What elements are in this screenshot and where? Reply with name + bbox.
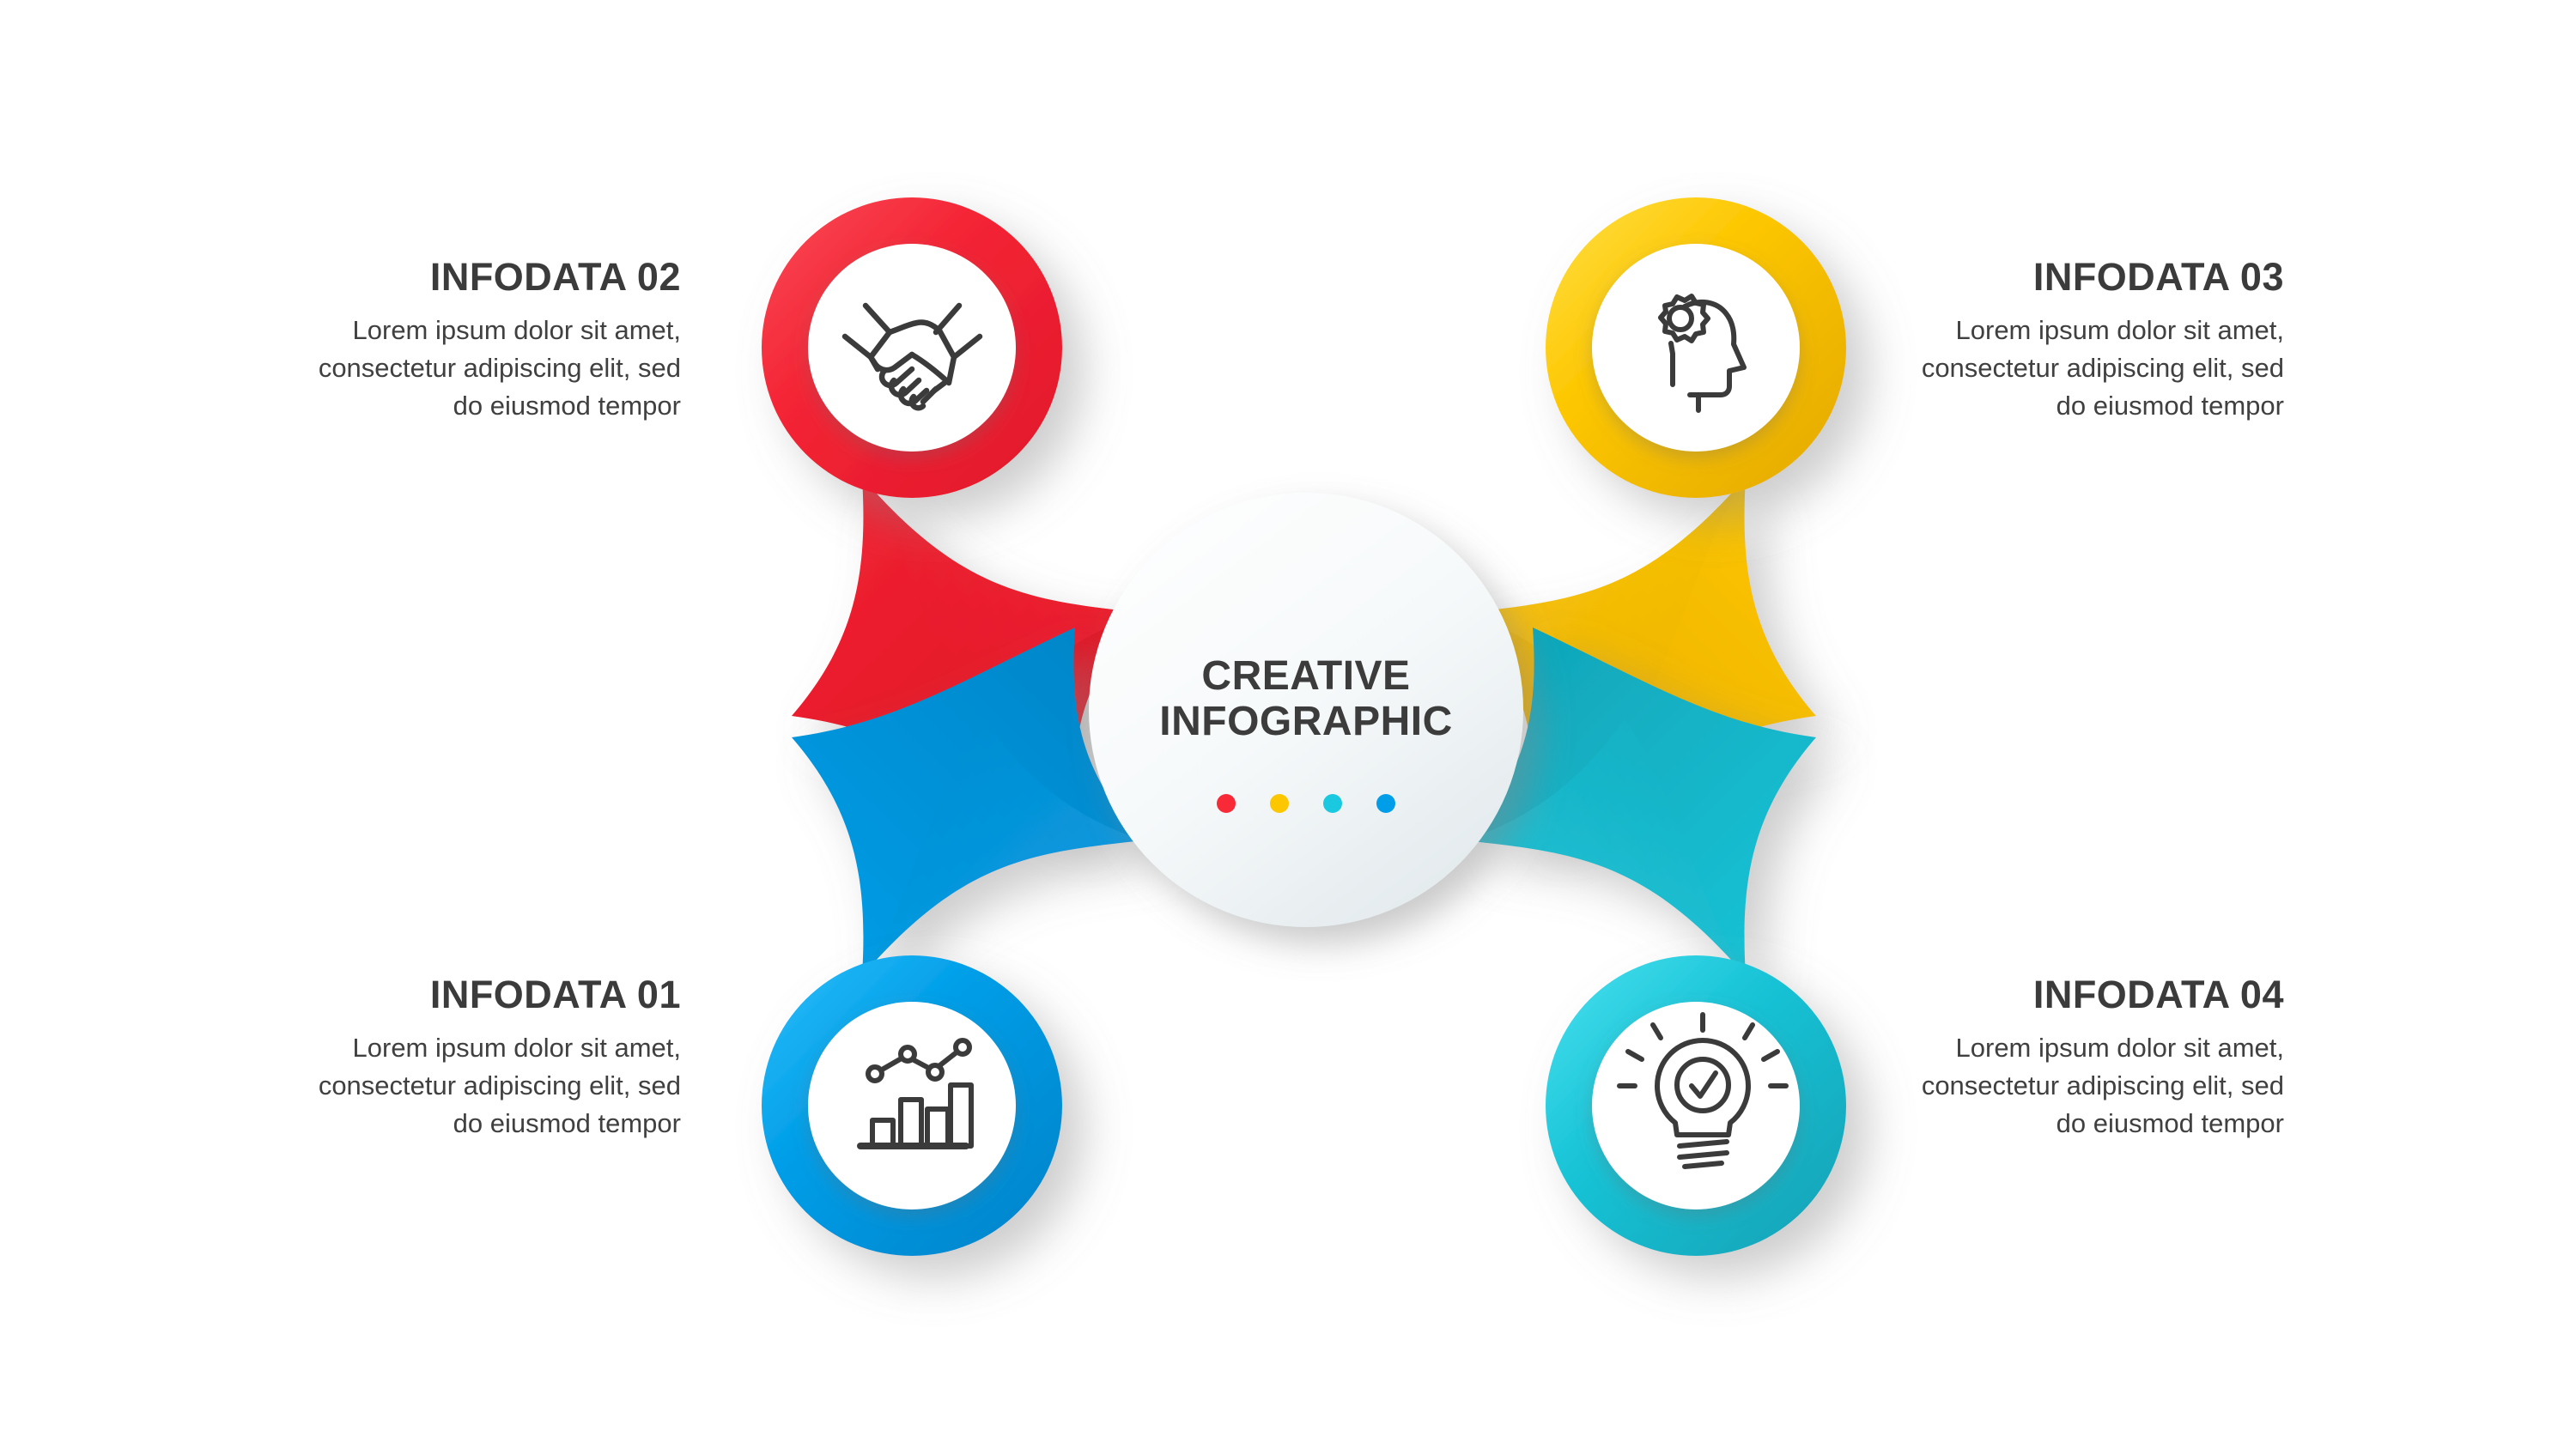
description-infodata-04: Lorem ipsum dolor sit amet, consectetur … [1921, 1033, 2284, 1139]
title-infodata-01: INFODATA 01 [429, 973, 681, 1016]
text-block-infodata-04: INFODATA 04 Lorem ipsum dolor sit amet, … [1915, 975, 2284, 1143]
text-block-infodata-03: INFODATA 03 Lorem ipsum dolor sit amet, … [1915, 258, 2284, 425]
title-infodata-04: INFODATA 04 [2032, 973, 2284, 1016]
dot-red [1217, 794, 1236, 813]
description-infodata-02: Lorem ipsum dolor sit amet, consectetur … [318, 315, 681, 421]
node-circle-infodata-03[interactable] [1546, 197, 1846, 498]
dot-blue [1376, 794, 1395, 813]
head-gear-icon [1658, 294, 1747, 413]
text-block-infodata-01: INFODATA 01 Lorem ipsum dolor sit amet, … [312, 975, 681, 1143]
title-infodata-03: INFODATA 03 [2032, 255, 2284, 299]
description-infodata-01: Lorem ipsum dolor sit amet, consectetur … [318, 1033, 681, 1139]
dot-yellow [1270, 794, 1289, 813]
description-infodata-03: Lorem ipsum dolor sit amet, consectetur … [1921, 315, 2284, 421]
node-circle-infodata-01[interactable] [762, 955, 1062, 1256]
center-dot-row [1091, 794, 1521, 813]
bar-chart-icon [857, 1038, 974, 1149]
handshake-icon [841, 302, 983, 411]
node-circle-infodata-02[interactable] [762, 197, 1062, 498]
center-circle[interactable] [1089, 493, 1523, 927]
node-circle-infodata-04[interactable] [1546, 955, 1846, 1256]
lightbulb-check-icon [1617, 1012, 1789, 1169]
dot-cyan [1323, 794, 1342, 813]
title-infodata-02: INFODATA 02 [429, 255, 681, 299]
connector-arm-infodata-01 [792, 627, 1144, 976]
connector-arm-infodata-04 [1464, 627, 1816, 976]
text-block-infodata-02: INFODATA 02 Lorem ipsum dolor sit amet, … [312, 258, 681, 425]
